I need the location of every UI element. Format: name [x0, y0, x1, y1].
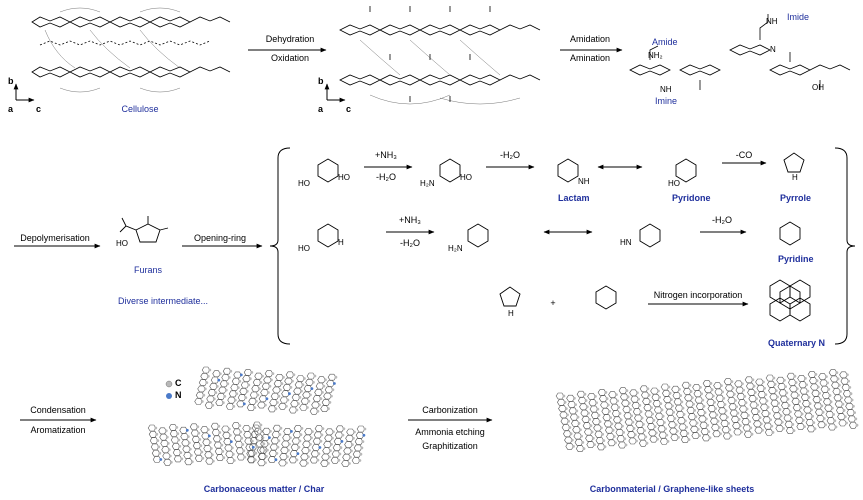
label-quaternary-n: Quaternary N: [768, 338, 826, 348]
label-nh3-2: +NH₃: [399, 215, 421, 225]
label-h-pyrrole-2: H: [508, 309, 514, 318]
label-imide: Imide: [787, 12, 810, 22]
label-diverse-intermediate: Diverse intermediate...: [118, 296, 209, 306]
legend-n-label: N: [175, 390, 182, 400]
furan-molecule: [119, 216, 169, 243]
label-nh-imine: NH: [660, 85, 672, 94]
axis-triad-right: [324, 83, 346, 103]
label-aromatization: Aromatization: [30, 425, 86, 435]
label-co: -CO: [735, 150, 753, 160]
label-nh2-amide: NH₂: [648, 51, 663, 60]
char-sheets: [147, 366, 367, 467]
label-ho-pyridone: HO: [668, 179, 680, 188]
right-brace: [834, 147, 856, 345]
label-dehydration: Dehydration: [265, 34, 315, 44]
label-cellulose: Cellulose: [121, 104, 159, 114]
label-lactam: Lactam: [558, 193, 590, 203]
label-condensation: Condensation: [30, 405, 86, 415]
aminated-chain-structure: [629, 14, 851, 90]
legend-c-dot: [165, 380, 173, 388]
label-h2o-1b: -H₂O: [500, 150, 520, 160]
label-n-imide: N: [770, 45, 776, 54]
label-pyridine: Pyridine: [778, 254, 814, 264]
label-nitrogen-incorporation: Nitrogen incorporation: [653, 290, 743, 300]
label-h2o-2a: -H₂O: [400, 238, 420, 248]
label-h2n-1: H₂N: [420, 179, 435, 188]
label-nh3-1: +NH₃: [375, 150, 397, 160]
label-depolymerisation: Depolymerisation: [20, 233, 90, 243]
label-nh-lactam: NH: [578, 177, 590, 186]
label-hn: HN: [620, 238, 632, 247]
label-plus: +: [550, 298, 556, 308]
left-brace: [269, 147, 291, 345]
label-h-1: H: [338, 238, 344, 247]
label-h2o-2b: -H₂O: [712, 215, 732, 225]
label-h2n-2: H₂N: [448, 244, 463, 253]
axis-label-a-left: a: [8, 104, 14, 114]
axis-triad-left: [13, 83, 35, 103]
legend-c-label: C: [175, 378, 182, 388]
label-char: Carbonaceous matter / Char: [203, 484, 325, 494]
label-graphitization: Graphitization: [422, 441, 478, 451]
axis-label-c-left: c: [36, 104, 42, 114]
molecule-sketches: [317, 152, 811, 322]
label-pyrrole: Pyrrole: [780, 193, 812, 203]
label-carbonization: Carbonization: [422, 405, 478, 415]
cellulose-structure: [31, 7, 231, 93]
label-oh-chain: OH: [812, 83, 824, 92]
graphene-sheet: [555, 369, 859, 453]
label-oxidation: Oxidation: [270, 53, 310, 63]
label-amide: Amide: [652, 37, 678, 47]
label-graphene: Carbonmaterial / Graphene-like sheets: [589, 484, 755, 494]
label-ho-1: HO: [298, 179, 310, 188]
label-ho-4: HO: [298, 244, 310, 253]
axis-label-b-left: b: [8, 76, 14, 86]
label-opening-ring: Opening-ring: [193, 233, 247, 243]
axis-label-c-right: c: [346, 104, 352, 114]
label-ho-furan: HO: [116, 239, 128, 248]
label-h2o-1a: -H₂O: [376, 172, 396, 182]
axis-label-b-right: b: [318, 76, 324, 86]
label-amidation: Amidation: [569, 34, 611, 44]
label-ammonia-etching: Ammonia etching: [415, 427, 485, 437]
label-ho-2: HO: [338, 173, 350, 182]
label-furans: Furans: [134, 265, 163, 275]
label-h-pyrrole: H: [792, 173, 798, 182]
label-pyridone: Pyridone: [672, 193, 711, 203]
label-ho-3: HO: [460, 173, 472, 182]
oxidized-cellulose-structure: [339, 6, 541, 105]
label-nh-imide: NH: [766, 17, 778, 26]
axis-label-a-right: a: [318, 104, 324, 114]
label-amination: Amination: [569, 53, 611, 63]
legend-n-dot: [166, 393, 172, 399]
label-imine: Imine: [655, 96, 678, 106]
